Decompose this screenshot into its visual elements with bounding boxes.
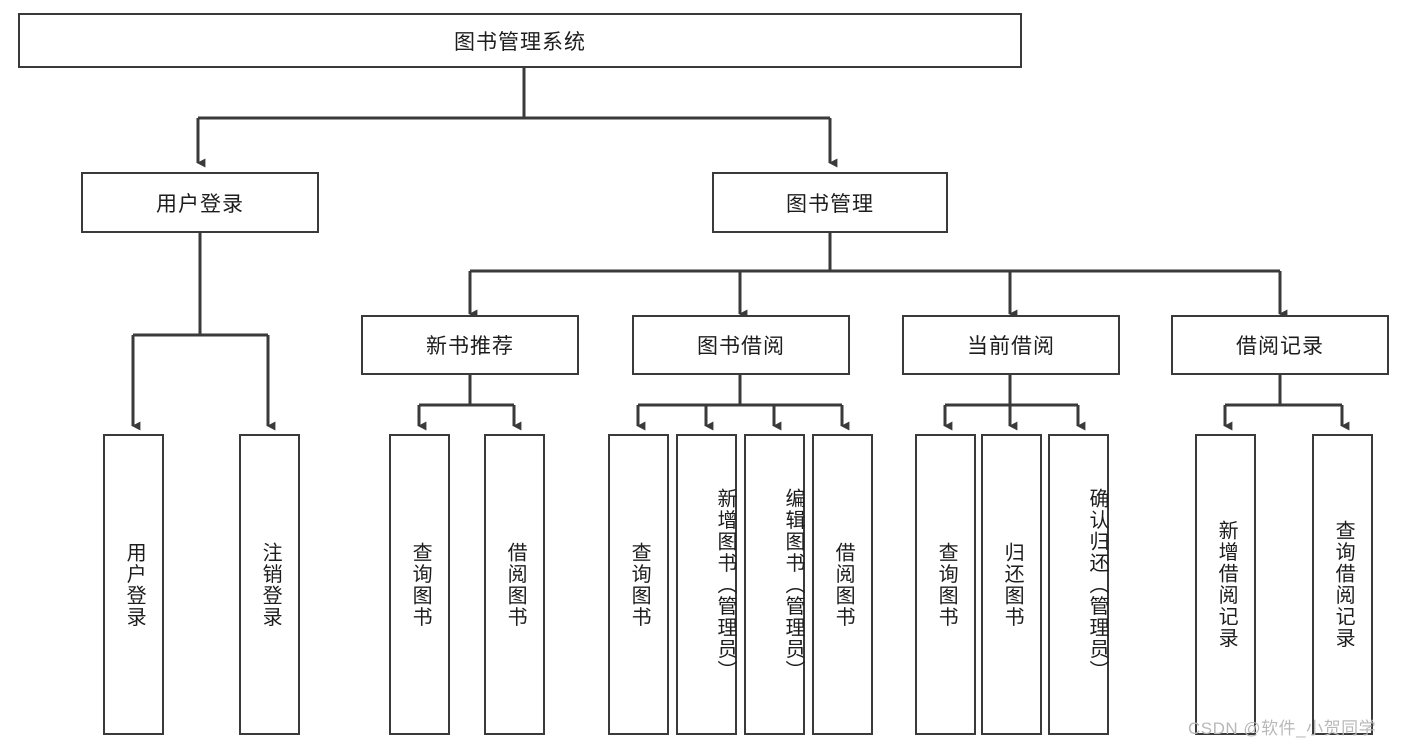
node-current-borrow[interactable]: 当前借阅 xyxy=(902,315,1120,375)
node-label: 查询借阅记录 xyxy=(1332,520,1355,649)
node-label: 查询图书 xyxy=(935,541,958,628)
node-label: 新书推荐 xyxy=(426,335,514,358)
node-book-borrow[interactable]: 图书借阅 xyxy=(632,315,850,375)
leaf-add-borrow-record[interactable]: 新增借阅记录 xyxy=(1195,434,1256,735)
node-label: 归还图书 xyxy=(1001,541,1024,628)
node-label: 查询图书 xyxy=(409,541,432,628)
node-label: 图书借阅 xyxy=(697,335,785,358)
leaf-confirm-return-admin[interactable]: 确认归还（管理员） xyxy=(1048,434,1109,735)
node-user-login[interactable]: 用户登录 xyxy=(81,172,319,233)
node-label: 用户登录 xyxy=(156,192,244,216)
leaf-user-login[interactable]: 用户登录 xyxy=(103,434,164,735)
node-label: 确认归还（管理员） xyxy=(1086,487,1108,682)
node-borrow-record[interactable]: 借阅记录 xyxy=(1171,315,1389,375)
node-label: 图书管理系统 xyxy=(454,30,586,54)
leaf-borrow-book-recommend[interactable]: 借阅图书 xyxy=(484,434,545,735)
leaf-query-borrow-record[interactable]: 查询借阅记录 xyxy=(1312,434,1373,735)
node-label: 借阅图书 xyxy=(504,541,527,628)
node-label: 查询图书 xyxy=(628,541,651,628)
leaf-query-book-borrow[interactable]: 查询图书 xyxy=(608,434,669,735)
leaf-return-book[interactable]: 归还图书 xyxy=(981,434,1042,735)
node-label: 图书管理 xyxy=(786,192,874,216)
node-label: 借阅图书 xyxy=(832,541,855,628)
leaf-edit-book-admin[interactable]: 编辑图书（管理员） xyxy=(744,434,805,735)
leaf-query-book-recommend[interactable]: 查询图书 xyxy=(389,434,450,735)
csdn-watermark: CSDN @软件_小贺同学 xyxy=(1188,719,1377,738)
node-label: 借阅记录 xyxy=(1236,335,1324,358)
leaf-query-book-current[interactable]: 查询图书 xyxy=(915,434,976,735)
node-new-book-recommend[interactable]: 新书推荐 xyxy=(361,315,579,375)
node-label: 当前借阅 xyxy=(967,335,1055,358)
node-label: 新增借阅记录 xyxy=(1215,520,1238,649)
node-root-book-management-system[interactable]: 图书管理系统 xyxy=(18,13,1022,68)
node-label: 编辑图书（管理员） xyxy=(782,487,804,682)
node-label: 新增图书（管理员） xyxy=(714,487,736,682)
node-label: 用户登录 xyxy=(123,541,146,628)
leaf-logout[interactable]: 注销登录 xyxy=(239,434,300,735)
leaf-borrow-book[interactable]: 借阅图书 xyxy=(812,434,873,735)
node-book-management[interactable]: 图书管理 xyxy=(712,172,948,233)
node-label: 注销登录 xyxy=(259,541,282,628)
leaf-add-book-admin[interactable]: 新增图书（管理员） xyxy=(676,434,737,735)
